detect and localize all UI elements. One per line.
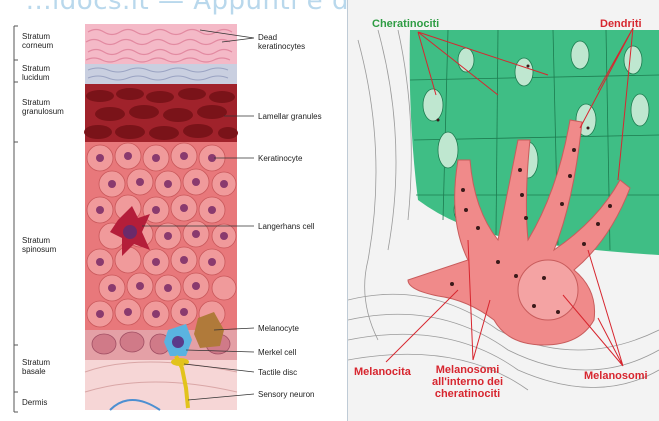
skin-layers-diagram: Stratum corneum Stratum lucidum Stratum … — [0, 0, 347, 421]
callout-keratinocyte: Keratinocyte — [258, 154, 302, 163]
melanocyte-diagram: Cheratinociti Dendriti Melanocita Melano… — [348, 0, 659, 421]
label-melanosomi: Melanosomi — [584, 370, 648, 382]
label-cheratinociti: Cheratinociti — [372, 18, 439, 30]
callout-lamellar-granules: Lamellar granules — [258, 112, 322, 121]
layer-label-basale: Stratum basale — [22, 358, 50, 376]
skin-layers-illustration — [0, 0, 347, 421]
tactile-disc-shape — [171, 358, 189, 366]
layer-label-granulosum: Stratum granulosum — [22, 98, 64, 116]
layer-label-corneum: Stratum corneum — [22, 32, 53, 50]
callout-merkel-cell: Merkel cell — [258, 348, 296, 357]
stratum-lucidum-band — [85, 64, 237, 84]
melanocyte-illustration — [348, 0, 659, 421]
melanocyte-nucleus — [518, 260, 578, 320]
callout-sensory-neuron: Sensory neuron — [258, 390, 314, 399]
layer-label-lucidum: Stratum lucidum — [22, 64, 50, 82]
label-dendriti: Dendriti — [600, 18, 642, 30]
label-melanocita: Melanocita — [354, 366, 411, 378]
layer-label-dermis: Dermis — [22, 398, 47, 407]
callout-tactile-disc: Tactile disc — [258, 368, 297, 377]
callout-langerhans-cell: Langerhans cell — [258, 222, 314, 231]
callout-dead-keratinocytes: Dead keratinocytes — [258, 33, 305, 51]
callout-melanocyte: Melanocyte — [258, 324, 299, 333]
label-melanosomi-interno: Melanosomi all'interno dei cheratinociti — [432, 364, 503, 400]
layer-label-spinosum: Stratum spinosum — [22, 236, 56, 254]
